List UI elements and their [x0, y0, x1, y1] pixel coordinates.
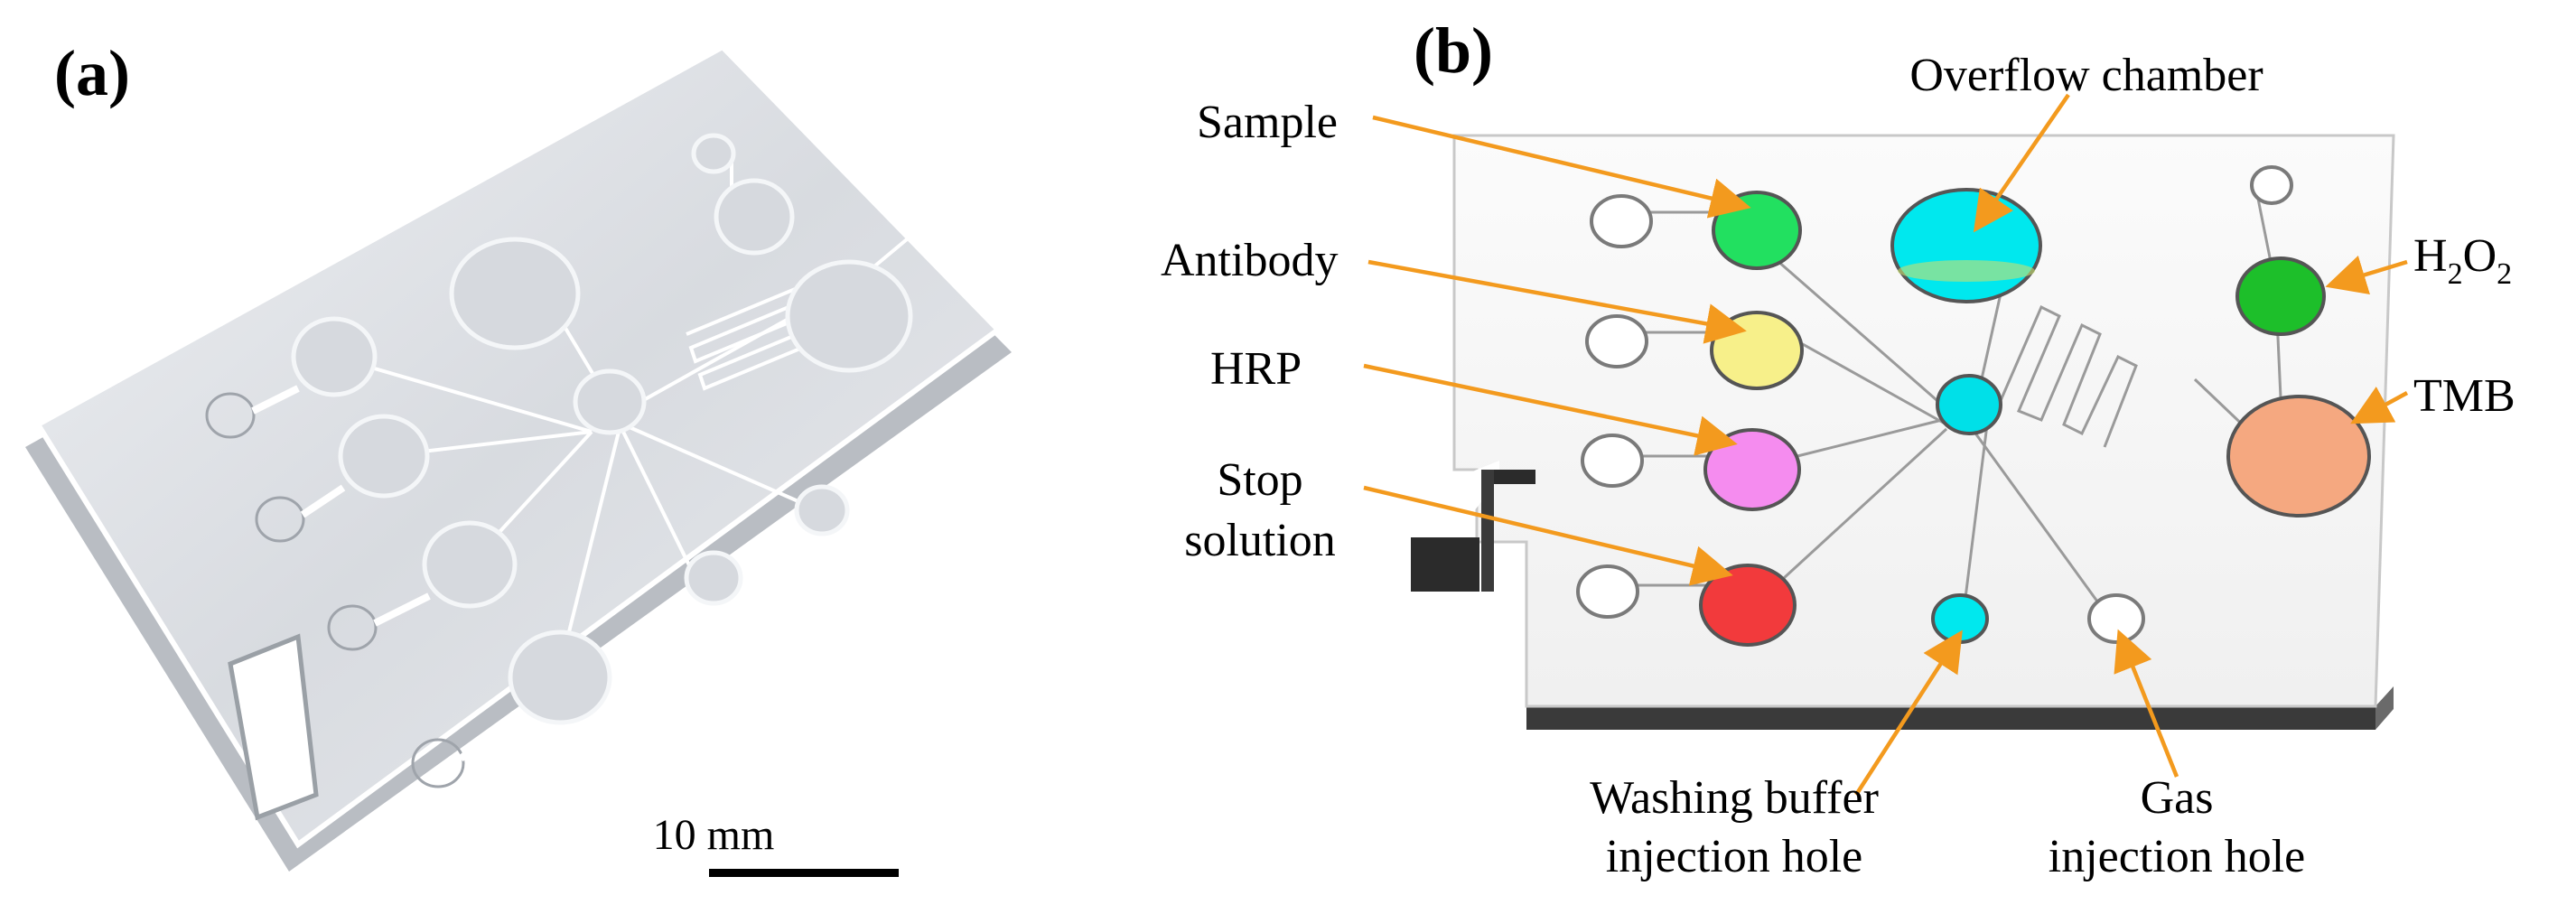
washing-buffer-injection-hole: [1931, 593, 1989, 644]
h2o2-chamber: [2235, 256, 2326, 336]
h2o2-access-hole: [2250, 165, 2293, 205]
stop-solution-chamber: [1699, 564, 1797, 647]
antibody-label: Antibody: [1161, 235, 1338, 286]
tmb-chamber: [2226, 395, 2371, 518]
overflow-chamber-label: Overflow chamber: [1909, 50, 2263, 101]
gas-injection-label-line1: Gas: [2141, 772, 2214, 824]
chip-photo-chambers: [291, 133, 913, 725]
tmb-label: TMB: [2413, 370, 2515, 422]
reaction-chamber: [1936, 374, 2002, 435]
antibody-chamber: [1710, 311, 1804, 390]
panel-a-label: (a): [54, 37, 130, 109]
h2o2-arrow: [2325, 255, 2408, 295]
scale-bar-label: 10 mm: [653, 811, 775, 859]
washing-buffer-arrow: [1854, 630, 1963, 797]
washing-buffer-label-line1: Washing buffer: [1590, 772, 1879, 824]
overflow-chamber: [1890, 188, 2042, 303]
hrp-arrow: [1363, 363, 1738, 456]
sample-arrow: [1372, 115, 1751, 219]
stop-access-hole: [1576, 564, 1639, 619]
chip-photo-notch: [228, 633, 319, 821]
overflow-chamber-layer: [1898, 260, 2035, 282]
tmb-arrow: [2350, 387, 2409, 424]
panel-a: (a): [25, 37, 1012, 877]
h2o2-label: H2O2: [2413, 230, 2512, 291]
slab-side-edge: [2375, 686, 2394, 730]
sample-access-hole: [1590, 194, 1653, 248]
gas-injection-hole: [2087, 593, 2145, 644]
hrp-access-hole: [1581, 434, 1644, 488]
panel-b: (b): [1161, 14, 2515, 882]
callout-arrows: [1363, 93, 2409, 797]
notch-top: [1481, 470, 1535, 484]
stop-solution-label-line2: solution: [1184, 515, 1336, 566]
slab-bottom-edge: [1526, 706, 2375, 730]
stop-solution-arrow: [1363, 485, 1733, 586]
chip-photo: [25, 43, 1012, 872]
gas-injection-label-line2: injection hole: [2049, 831, 2305, 882]
sample-label: Sample: [1197, 97, 1338, 148]
washing-buffer-label-line2: injection hole: [1606, 831, 1862, 882]
stop-solution-label-line1: Stop: [1217, 454, 1302, 506]
overflow-arrow: [1973, 93, 2070, 233]
notch-front: [1411, 537, 1479, 592]
antibody-access-hole: [1585, 314, 1648, 368]
antibody-arrow: [1367, 259, 1747, 344]
gas-arrow: [2114, 629, 2179, 778]
panel-b-label: (b): [1414, 14, 1493, 87]
chip-photo-holes: [205, 385, 518, 788]
chip-schematic: [1405, 134, 2395, 730]
scale-bar: [709, 869, 899, 877]
notch-side: [1481, 470, 1494, 592]
hrp-label: HRP: [1210, 343, 1302, 395]
